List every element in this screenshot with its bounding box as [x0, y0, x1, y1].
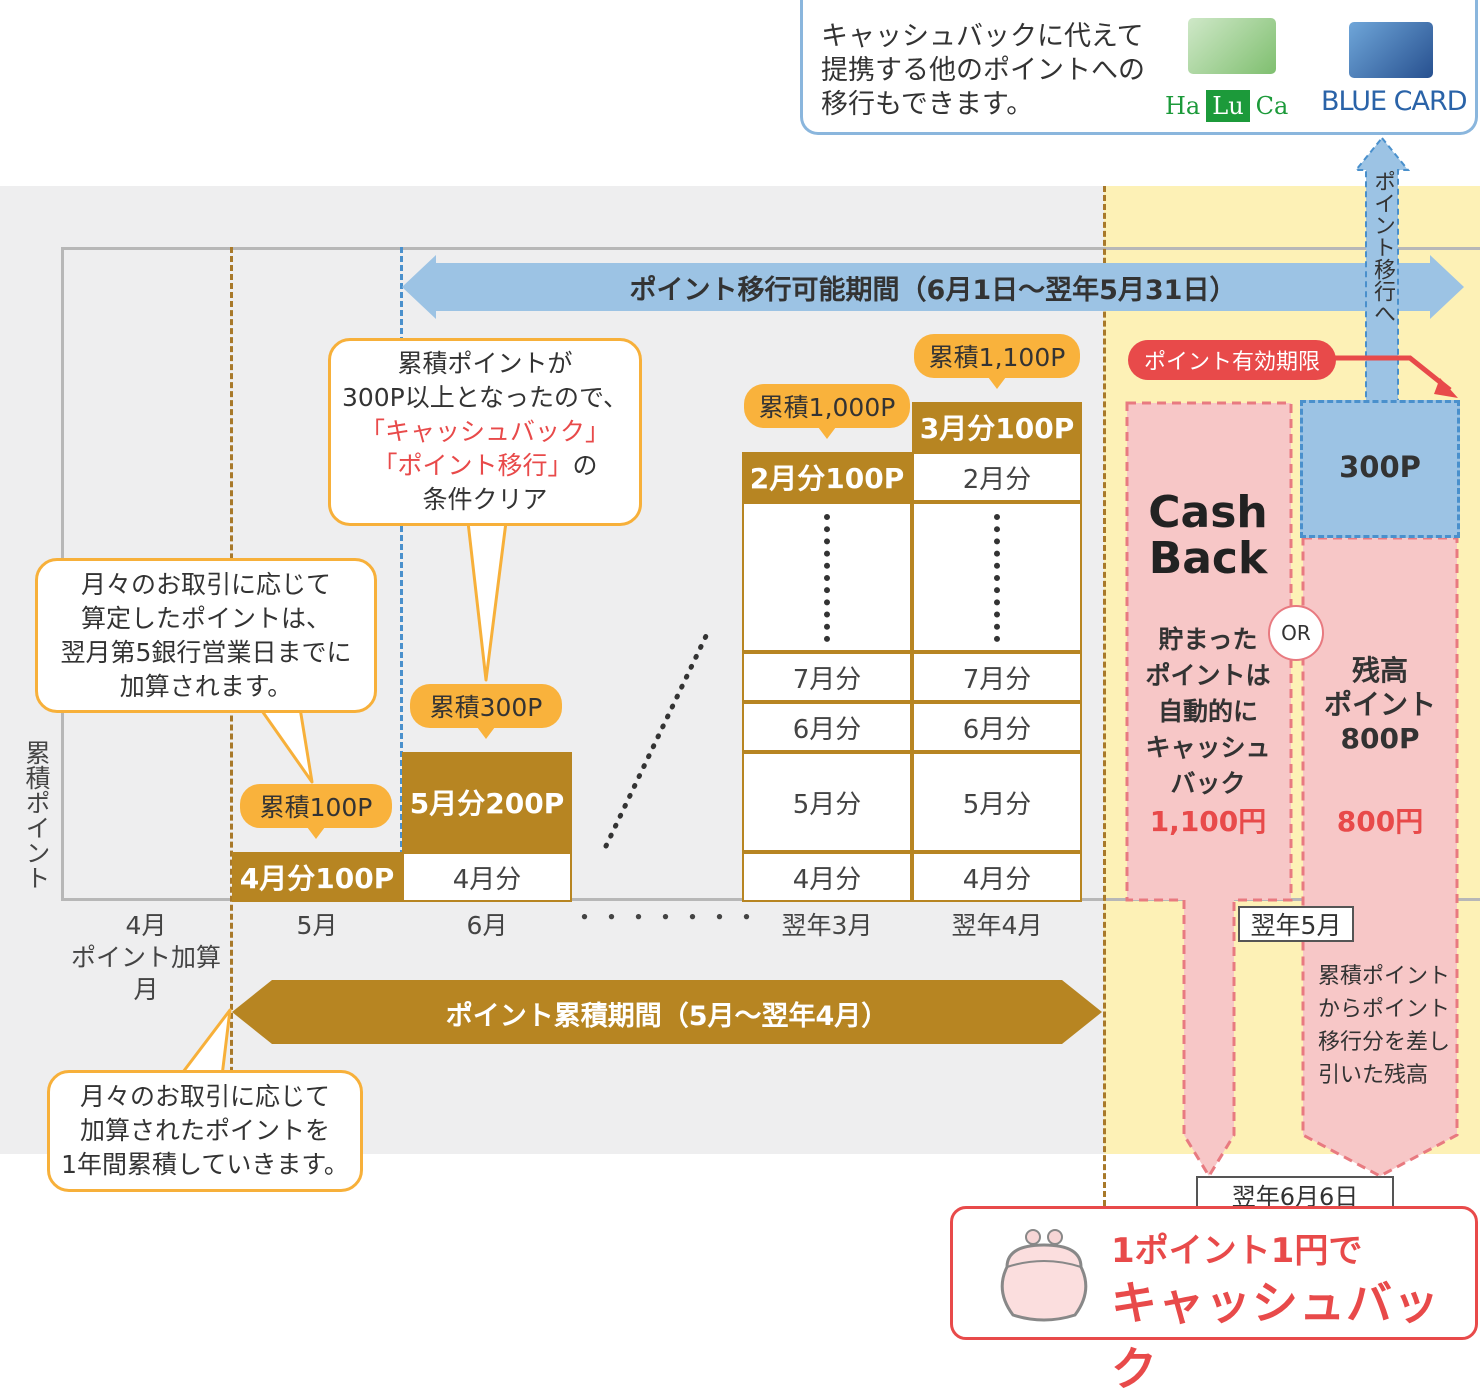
transfer-up-arrow [1353, 136, 1411, 403]
final-cashback-box: 1ポイント1円で キャッシュバック [950, 1206, 1478, 1396]
transfer-period-label: ポイント移行可能期間（6月1日〜翌年5月31日） [629, 275, 1237, 306]
final-line2: キャッシュバック [1111, 1276, 1440, 1396]
balance-title: 残高 ポイント 800P [1323, 654, 1436, 755]
month-ellipsis: ・・・・・・・ [572, 903, 762, 932]
june-may-points: 5月分200P [402, 752, 572, 852]
cumulative-1100-tail [988, 377, 1006, 389]
march-july-row: 7月分 [742, 652, 912, 702]
balance-note: 累積ポイント からポイント 移行分を差し 引いた残高 [1318, 964, 1451, 1088]
month-next-march: 翌年3月 [781, 911, 873, 940]
callout-point-calculation: 月々のお取引に応じて 算定したポイントは、 翌月第5銀行営業日までに 加算されま… [35, 558, 377, 713]
transfer-period-arrow [402, 255, 1464, 319]
june-april-row: 4月分 [402, 852, 572, 902]
cashback-description: 貯まった ポイントは 自動的に キャッシュ バック [1145, 625, 1271, 798]
transfer-300p-box [1300, 400, 1460, 538]
month-april: 4月 ポイント加算月 [70, 911, 221, 1004]
month-next-may: 翌年5月 [1238, 906, 1354, 942]
transfer-up-label: ポイント移行へ [1370, 170, 1395, 324]
accumulation-period-arrow [232, 980, 1102, 1044]
callout-condition-cleared: 累積ポイントが 300P以上となったので、 「キャッシュバック」 「ポイント移行… [328, 338, 642, 526]
march-may-row: 5月分 [742, 752, 912, 852]
expiry-arrow [1330, 355, 1458, 398]
cumulative-100-tail [307, 827, 325, 839]
transfer-300p-label: 300P [1339, 450, 1421, 484]
cumulative-1000-pill: 累積1,000P [744, 384, 910, 428]
cumulative-1000-tail [818, 427, 836, 439]
expiry-label: ポイント有効期限 [1128, 340, 1336, 380]
cumulative-100-pill: 累積100P [240, 784, 392, 828]
period-end-divider [1103, 186, 1106, 1206]
april-may-row: 5月分 [912, 752, 1082, 852]
y-axis-label: 累積ポイント [22, 740, 51, 890]
blue-card-image [1349, 22, 1433, 78]
may-april-points: 4月分100P [232, 852, 402, 902]
haluca-logo: Ha Lu Ca [1165, 90, 1289, 122]
transfer-info-box: キャッシュバックに代えて 提携する他のポイントへの 移行もできます。 Ha Lu… [800, 0, 1478, 135]
june-divider [400, 247, 403, 901]
march-june-row: 6月分 [742, 702, 912, 752]
callout-tails [178, 520, 508, 1078]
april-mar-points: 3月分100P [912, 402, 1082, 452]
transfer-info-text: キャッシュバックに代えて 提携する他のポイントへの 移行もできます。 [821, 21, 1145, 120]
april-ellipsis [994, 514, 1000, 642]
month-june: 6月 [466, 911, 508, 940]
blue-card-logo: BLUE CARD [1321, 86, 1468, 117]
callout-yearly-accumulation: 月々のお取引に応じて 加算されたポイントを 1年間累積していきます。 [47, 1070, 363, 1192]
april-april-row: 4月分 [912, 852, 1082, 902]
coin-purse-icon [1000, 1229, 1088, 1322]
haluca-card-image [1188, 18, 1276, 74]
cumulative-300-pill: 累積300P [410, 684, 562, 728]
april-july-row: 7月分 [912, 652, 1082, 702]
month-next-april: 翌年4月 [951, 911, 1043, 940]
cumulative-300-tail [477, 727, 495, 739]
balance-shape [1301, 536, 1459, 1180]
march-april-row: 4月分 [742, 852, 912, 902]
cashback-amount: 1,100円 [1149, 805, 1267, 838]
or-badge: OR [1268, 605, 1324, 661]
april-feb-row: 2月分 [912, 452, 1082, 502]
march-feb-points: 2月分100P [742, 452, 912, 502]
final-line1: 1ポイント1円で [1111, 1231, 1363, 1271]
accumulation-period-label: ポイント累積期間（5月〜翌年4月） [445, 1001, 889, 1032]
march-ellipsis [824, 514, 830, 642]
cashback-title: Cash Back [1148, 487, 1268, 584]
month-may: 5月 [296, 911, 338, 940]
cumulative-1100-pill: 累積1,100P [914, 334, 1080, 378]
balance-amount: 800円 [1336, 805, 1424, 838]
april-june-row: 6月分 [912, 702, 1082, 752]
